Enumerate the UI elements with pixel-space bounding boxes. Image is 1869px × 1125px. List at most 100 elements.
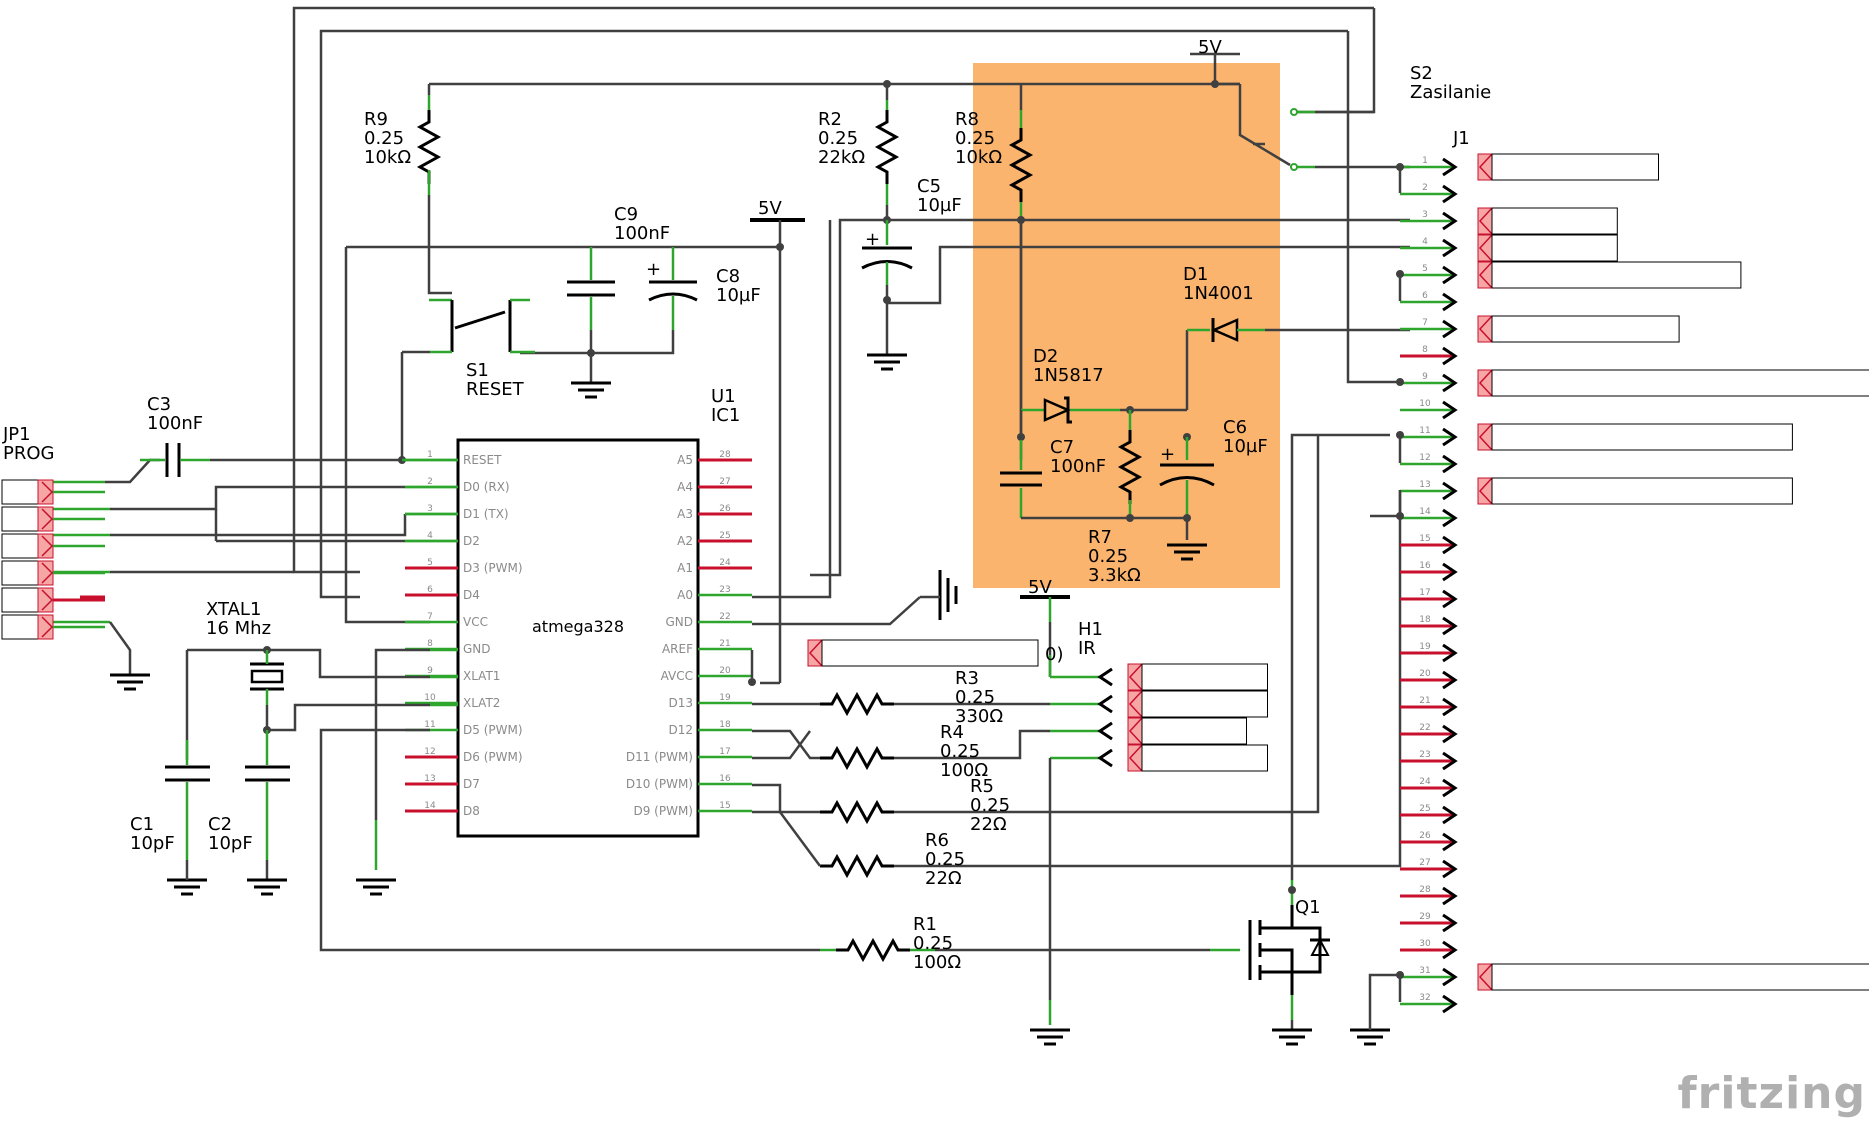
ic-left-pin-label: XLAT2 bbox=[463, 696, 500, 710]
component-label-xtal1: 16 Mhz bbox=[206, 618, 271, 639]
component-label-c1: 10pF bbox=[130, 833, 175, 854]
component-label-d2: D2 bbox=[1033, 346, 1058, 367]
ic-left-pin-label: D8 bbox=[463, 804, 480, 818]
component-label-s2: S2 bbox=[1410, 63, 1433, 84]
fritzing-logo: fritzing bbox=[1678, 1068, 1866, 1119]
jp1-label-box bbox=[1, 506, 39, 532]
ic-right-pin-label: A5 bbox=[677, 453, 693, 467]
component-label-r9: 10kΩ bbox=[364, 147, 411, 168]
component-label-s1: S1 bbox=[466, 360, 489, 381]
jp1-flag bbox=[37, 560, 54, 586]
j1-label-box bbox=[1491, 261, 1742, 289]
component-label-h1: IR bbox=[1078, 638, 1096, 659]
component-label-r6: 22Ω bbox=[925, 868, 962, 889]
ic-right-pin-label: AVCC bbox=[661, 669, 693, 683]
j1-label-box bbox=[1491, 963, 1869, 991]
jp1-flag bbox=[37, 587, 54, 613]
component-label-s1: RESET bbox=[466, 379, 525, 400]
h1-flag bbox=[1127, 717, 1143, 745]
j1-pin-number: 24 bbox=[1419, 777, 1431, 787]
j1-pin-number: 15 bbox=[1419, 534, 1430, 544]
h1-flag bbox=[1127, 690, 1143, 718]
component-label-r1: 100Ω bbox=[913, 952, 961, 973]
j1-pin-number: 11 bbox=[1419, 426, 1430, 436]
component-label-r9: 0.25 bbox=[364, 128, 404, 149]
component-label-r4: 100Ω bbox=[940, 760, 988, 781]
component-label-r6: R6 bbox=[925, 830, 949, 851]
component-label-r5: 22Ω bbox=[970, 814, 1007, 835]
component-label-r3: 330Ω bbox=[955, 706, 1003, 727]
j1-pin-number: 4 bbox=[1422, 237, 1428, 247]
component-label-r9: R9 bbox=[364, 109, 388, 130]
ic-left-pin-label: GND bbox=[463, 642, 491, 656]
component-label-u1: U1 bbox=[711, 386, 736, 407]
j1-label-box bbox=[1491, 234, 1618, 262]
j1-label-box bbox=[1491, 477, 1793, 505]
brak-label-box bbox=[821, 639, 1039, 667]
ic-left-pin-label: D0 (RX) bbox=[463, 480, 510, 494]
jp1-flag bbox=[37, 614, 54, 640]
ic-left-pin-number: 7 bbox=[427, 612, 433, 622]
jp1-flag-mark bbox=[41, 508, 54, 530]
component-label-r1: R1 bbox=[913, 914, 937, 935]
ic-left-pin-number: 2 bbox=[427, 477, 433, 487]
jp1-flag-mark bbox=[41, 562, 54, 584]
j1-pin-number: 21 bbox=[1419, 696, 1430, 706]
ic-left-pin-label: D4 bbox=[463, 588, 480, 602]
jp1-flag bbox=[37, 533, 54, 559]
ic-right-pin-label: A2 bbox=[677, 534, 693, 548]
j1-pin-number: 2 bbox=[1422, 183, 1428, 193]
j1-pin-number: 8 bbox=[1422, 345, 1428, 355]
h1-label-box bbox=[1141, 717, 1247, 745]
j1-flag bbox=[1477, 963, 1493, 991]
j1-pin-number: 1 bbox=[1422, 156, 1428, 166]
ic-right-pin-label: GND bbox=[665, 615, 693, 629]
ic-right-pin-label: D10 (PWM) bbox=[626, 777, 693, 791]
h1-flag bbox=[1127, 663, 1143, 691]
ic-left-pin-number: 12 bbox=[424, 747, 435, 757]
ic-left-pin-label: RESET bbox=[463, 453, 502, 467]
jp1-label-box bbox=[1, 560, 39, 586]
j1-pin-number: 32 bbox=[1419, 993, 1430, 1003]
ic-right-pin-label: A1 bbox=[677, 561, 693, 575]
component-label-r2: R2 bbox=[818, 109, 842, 130]
jp1-flag-mark bbox=[41, 481, 54, 503]
ic-right-pin-number: 24 bbox=[719, 558, 731, 568]
jp1-label-box bbox=[1, 614, 39, 640]
svg-text:+: + bbox=[1160, 444, 1175, 465]
component-label-u1: IC1 bbox=[711, 405, 740, 426]
brak-flag bbox=[807, 639, 823, 667]
ic-right-pin-label: A4 bbox=[677, 480, 693, 494]
ic-chip-name: atmega328 bbox=[532, 617, 624, 636]
component-label-r5: 0.25 bbox=[970, 795, 1010, 816]
ic-right-pin-number: 27 bbox=[719, 477, 730, 487]
j1-pin-number: 31 bbox=[1419, 966, 1430, 976]
ic-right-pin-number: 26 bbox=[719, 504, 731, 514]
component-label-c7: C7 bbox=[1050, 437, 1074, 458]
ic-right-pin-label: D12 bbox=[668, 723, 693, 737]
ic-left-pin-number: 10 bbox=[424, 693, 436, 703]
component-label-c5: C5 bbox=[917, 176, 941, 197]
j1-pin-number: 23 bbox=[1419, 750, 1430, 760]
j1-label-box bbox=[1491, 423, 1793, 451]
j1-label-box bbox=[1491, 153, 1659, 181]
ic-left-pin-label: D1 (TX) bbox=[463, 507, 509, 521]
component-label-r6: 0.25 bbox=[925, 849, 965, 870]
ic-left-pin-label: D6 (PWM) bbox=[463, 750, 523, 764]
ic-right-pin-number: 25 bbox=[719, 531, 730, 541]
component-label-r4: R4 bbox=[940, 722, 964, 743]
component-label-c8: 10µF bbox=[716, 285, 761, 306]
j1-flag bbox=[1477, 153, 1493, 181]
component-label-r2: 22kΩ bbox=[818, 147, 865, 168]
ic-left-pin-label: D5 (PWM) bbox=[463, 723, 523, 737]
j1-flag bbox=[1477, 477, 1493, 505]
svg-text:+: + bbox=[646, 259, 661, 280]
component-label-r8: R8 bbox=[955, 109, 979, 130]
ic-right-pin-label: A0 bbox=[677, 588, 693, 602]
j1-pin-number: 7 bbox=[1422, 318, 1428, 328]
power-label-5v: 5V bbox=[1198, 37, 1222, 58]
h1-arrow bbox=[1097, 667, 1113, 687]
component-label-c2: 10pF bbox=[208, 833, 253, 854]
h1-label-box bbox=[1141, 663, 1268, 691]
